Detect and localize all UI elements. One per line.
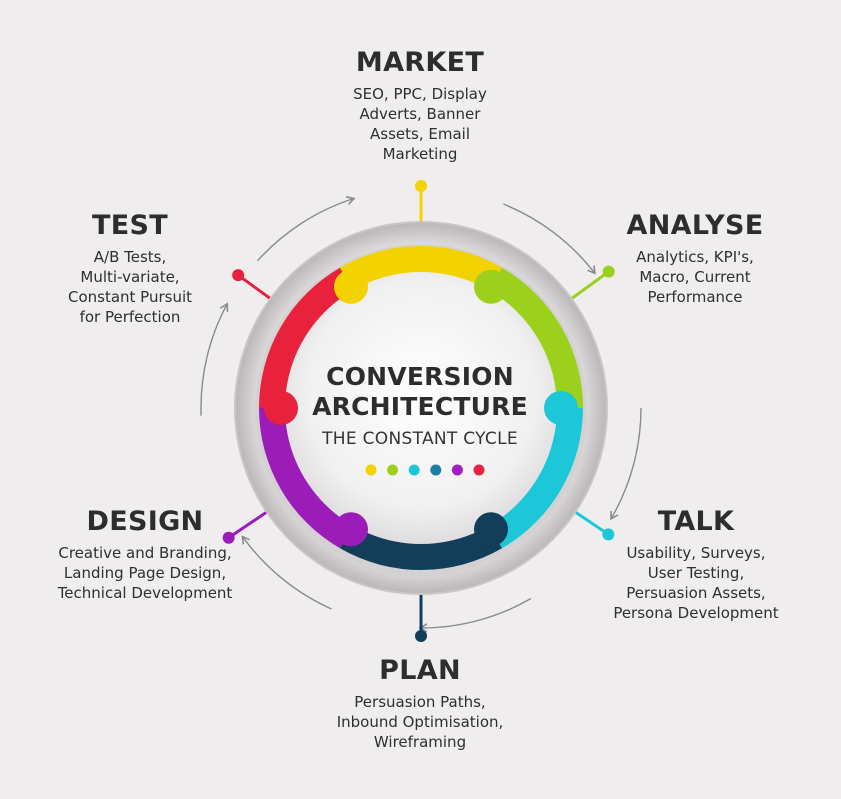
stage-description-line: Usability, Surveys, (626, 544, 766, 562)
center-subtitle: THE CONSTANT CYCLE (322, 429, 518, 449)
connector-dot-analyse (602, 265, 615, 278)
center-dot (408, 464, 420, 476)
center-dot (451, 464, 463, 476)
stage-description-line: Macro, Current (639, 268, 751, 286)
cycle-arrow (503, 203, 594, 273)
stage-description-line: Wireframing (373, 733, 467, 751)
connector-dot-market (415, 180, 427, 192)
stage-description-line: SEO, PPC, Display (353, 85, 487, 103)
stage-test: TEST A/B Tests, Multi-variate, Constant … (45, 211, 215, 327)
stage-plan: PLAN Persuasion Paths, Inbound Optimisat… (310, 656, 530, 752)
stage-title: PLAN (379, 655, 461, 686)
stage-description-line: A/B Tests, (93, 248, 167, 266)
ring-segment-plan (340, 524, 502, 570)
stage-description: Persuasion Paths, Inbound Optimisation, … (310, 692, 530, 752)
stage-description-line: Creative and Branding, (58, 544, 232, 562)
stage-title: MARKET (355, 47, 485, 78)
stage-talk: TALK Usability, Surveys, User Testing, P… (596, 507, 796, 623)
stage-market: MARKET SEO, PPC, Display Adverts, Banner… (320, 48, 520, 164)
center-dot (473, 464, 485, 476)
stage-description: Creative and Branding, Landing Page Desi… (40, 543, 250, 603)
stage-title: ANALYSE (626, 210, 764, 241)
connector-dot-test (232, 269, 245, 282)
cycle-arrow (612, 407, 642, 518)
stage-description: Usability, Surveys, User Testing, Persua… (596, 543, 796, 623)
cycle-arrow (421, 597, 532, 628)
stage-design: DESIGN Creative and Branding, Landing Pa… (40, 507, 250, 603)
ring-tab-analyse (474, 269, 508, 304)
stage-description: Analytics, KPI's, Macro, Current Perform… (605, 247, 785, 307)
stage-analyse: ANALYSE Analytics, KPI's, Macro, Current… (605, 211, 785, 307)
stage-connectors (222, 180, 615, 642)
stage-description: SEO, PPC, Display Adverts, Banner Assets… (320, 84, 520, 164)
ring-tab-design (334, 512, 368, 547)
connector-dot-talk (602, 528, 615, 541)
ring-tab-test (264, 391, 298, 425)
stage-description-line: Constant Pursuit (67, 288, 193, 306)
ring-tab-plan (474, 512, 508, 547)
ring-tab-talk (544, 391, 578, 425)
stage-description-line: for Perfection (79, 308, 181, 326)
stage-description-line: Inbound Optimisation, (336, 713, 504, 731)
connector-dot-design (222, 531, 235, 544)
ring-segment-market (340, 245, 502, 292)
stage-title: TALK (657, 506, 735, 537)
stage-description-line: Adverts, Banner (359, 105, 481, 123)
center-dot (387, 464, 399, 476)
stage-description-line: User Testing, (647, 564, 745, 582)
stage-description-line: Performance (647, 288, 743, 306)
cycle-arrow (256, 199, 354, 262)
cycle-arrows (200, 199, 642, 628)
center-title-line-2: ARCHITECTURE (312, 392, 528, 421)
stage-description-line: Persuasion Assets, (626, 584, 766, 602)
stage-description-line: Landing Page Design, (63, 564, 227, 582)
center-title-line-1: CONVERSION (326, 362, 514, 391)
center-dot (365, 464, 377, 476)
stage-description-line: Analytics, KPI's, (636, 248, 754, 266)
stage-title: DESIGN (86, 506, 204, 537)
cycle-arrow (200, 305, 227, 416)
stage-description-line: Marketing (382, 145, 458, 163)
center-dots (365, 464, 485, 476)
segment-tabs (264, 269, 578, 547)
center-dot (430, 464, 442, 476)
stage-description-line: Technical Development (57, 584, 233, 602)
center-plate (285, 272, 557, 544)
cycle-arrow (243, 537, 332, 610)
stage-description-line: Assets, Email (370, 125, 470, 143)
center-title: CONVERSION ARCHITECTURE (280, 362, 560, 422)
stage-description-line: Persuasion Paths, (354, 693, 486, 711)
stage-description-line: Persona Development (613, 604, 779, 622)
stage-description-line: Multi-variate, (80, 268, 180, 286)
connector-dot-plan (415, 630, 427, 642)
ring-tab-market (334, 269, 368, 304)
stage-description: A/B Tests, Multi-variate, Constant Pursu… (45, 247, 215, 327)
stage-title: TEST (92, 210, 168, 241)
